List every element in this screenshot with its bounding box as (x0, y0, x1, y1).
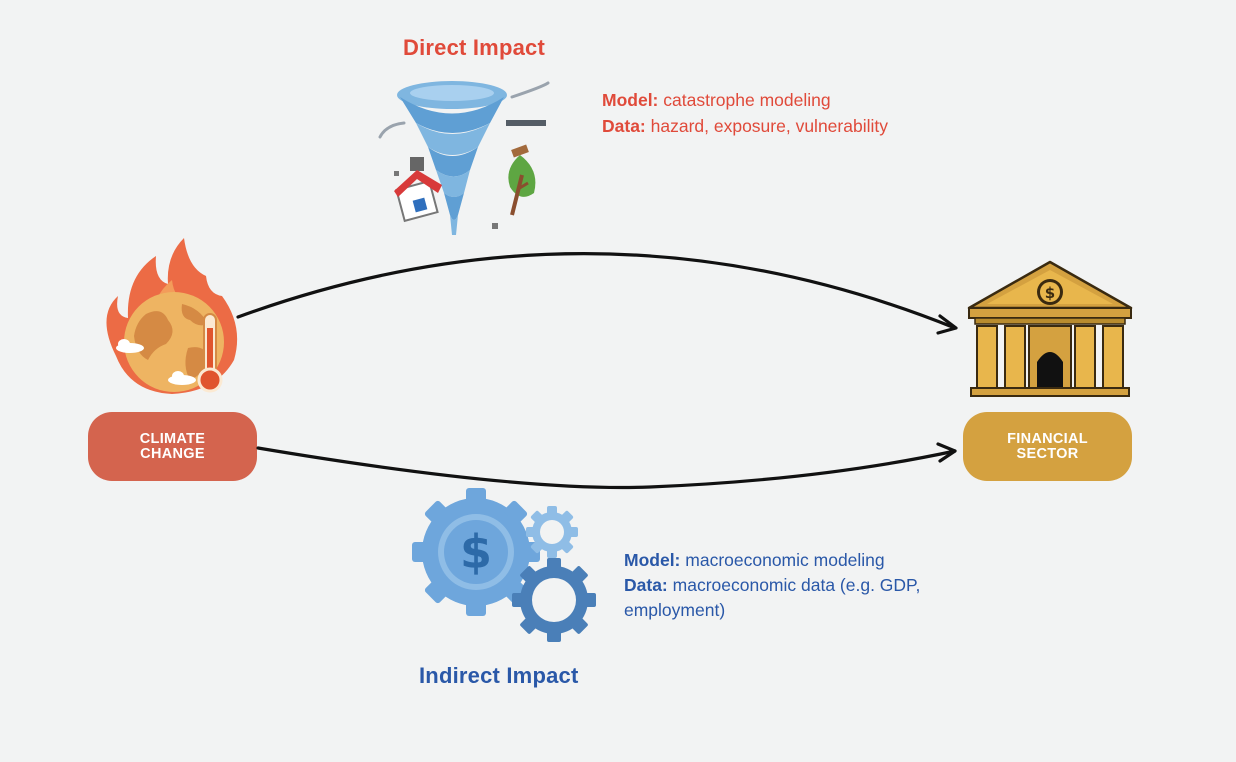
burning-globe-icon (106, 238, 238, 394)
bank-icon: $ (967, 260, 1133, 397)
indirect-data-text: macroeconomic data (e.g. GDP, employment… (624, 575, 921, 620)
climate-label-line1: CLIMATE (139, 430, 206, 447)
direct-data-label: Data: (602, 116, 646, 136)
direct-impact-title: Direct Impact (403, 35, 545, 60)
financial-sector-node: FINANCIAL SECTOR (963, 412, 1132, 481)
indirect-impact-title: Indirect Impact (419, 663, 579, 688)
svg-text:$: $ (460, 525, 492, 579)
indirect-data-line: Data: macroeconomic data (e.g. GDP, empl… (624, 573, 924, 623)
direct-impact-info: Model: catastrophe modeling Data: hazard… (602, 87, 888, 139)
indirect-impact-info: Model: macroeconomic modeling Data: macr… (624, 548, 924, 623)
climate-change-node: CLIMATE CHANGE (88, 412, 257, 481)
indirect-impact-arrow (256, 446, 957, 490)
indirect-arrow-head (936, 442, 957, 463)
direct-model-text: catastrophe modeling (658, 90, 831, 110)
svg-text:$: $ (1045, 284, 1055, 302)
dollar-gears-icon: $ (412, 488, 596, 642)
direct-data-line: Data: hazard, exposure, vulnerability (602, 113, 888, 139)
financial-label-line2: SECTOR (1016, 445, 1079, 462)
tornado-icon (378, 81, 550, 235)
indirect-model-line: Model: macroeconomic modeling (624, 548, 924, 573)
direct-model-label: Model: (602, 90, 659, 110)
financial-label-line1: FINANCIAL (1007, 430, 1088, 447)
indirect-model-text: macroeconomic modeling (680, 550, 885, 570)
climate-label-line2: CHANGE (140, 445, 205, 462)
direct-impact-arrow (236, 252, 957, 330)
direct-model-line: Model: catastrophe modeling (602, 87, 888, 113)
direct-data-text: hazard, exposure, vulnerability (645, 116, 888, 136)
indirect-data-label: Data: (624, 575, 668, 595)
direct-arrow-head (936, 314, 958, 335)
indirect-model-label: Model: (624, 550, 681, 570)
